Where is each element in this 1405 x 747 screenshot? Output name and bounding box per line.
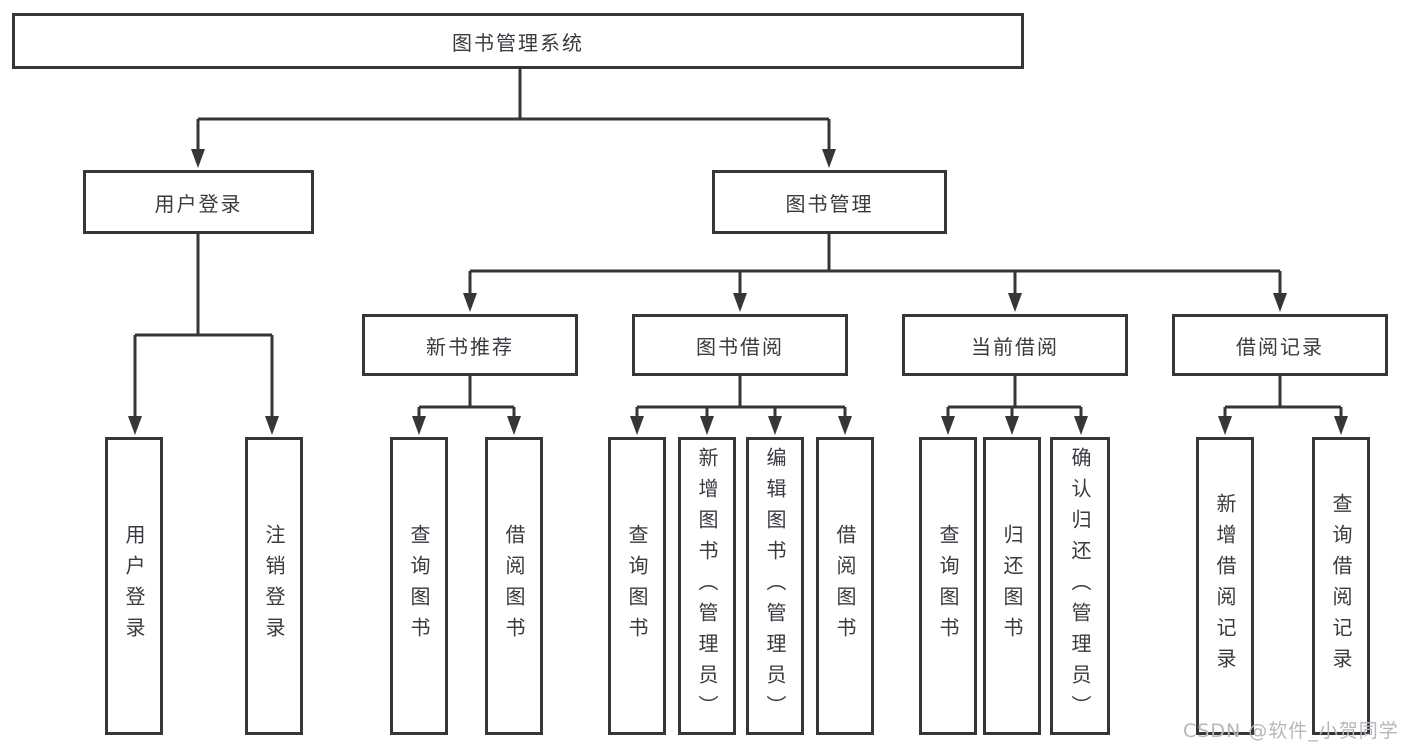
node-leaf-confirm-return: 确认归还（管理员） (1050, 437, 1110, 735)
arrowhead (733, 293, 747, 312)
arrowhead (838, 416, 852, 435)
connector-book-mgmt-to-level3 (463, 234, 1287, 312)
arrowhead (1005, 416, 1019, 435)
node-current-borrow-label: 当前借阅 (971, 334, 1059, 359)
node-leaf-borrow-book-2-label: 借阅图书 (833, 524, 857, 648)
node-leaf-edit-book-label: 编辑图书（管理员） (763, 446, 787, 726)
node-leaf-query-record-label: 查询借阅记录 (1329, 493, 1353, 679)
node-book-mgmt: 图书管理 (712, 170, 947, 234)
node-leaf-confirm-return-label: 确认归还（管理员） (1068, 446, 1092, 726)
node-user-login-label: 用户登录 (154, 191, 243, 216)
node-leaf-edit-book: 编辑图书（管理员） (746, 437, 804, 735)
arrowhead (768, 416, 782, 435)
node-leaf-query-record: 查询借阅记录 (1312, 437, 1370, 735)
node-leaf-borrow-book-1-label: 借阅图书 (502, 524, 526, 648)
arrowhead (1008, 293, 1022, 312)
arrowhead (128, 416, 142, 435)
node-leaf-query-book-1: 查询图书 (390, 437, 448, 735)
node-book-mgmt-label: 图书管理 (785, 191, 874, 216)
arrowhead (1334, 416, 1348, 435)
node-leaf-add-record-label: 新增借阅记录 (1213, 493, 1237, 679)
arrowhead (1074, 416, 1088, 435)
node-current-borrow: 当前借阅 (902, 314, 1128, 376)
node-book-borrow: 图书借阅 (632, 314, 848, 376)
node-leaf-add-book-label: 新增图书（管理员） (695, 446, 719, 726)
node-leaf-user-login: 用户登录 (105, 437, 163, 735)
node-user-login: 用户登录 (83, 170, 314, 234)
watermark: CSDN @软件_小贺同学 (1183, 720, 1399, 742)
connector-new-book-rec-to-leaves (412, 376, 521, 435)
node-leaf-logout: 注销登录 (245, 437, 303, 735)
arrowhead (822, 149, 836, 168)
arrowhead (1273, 293, 1287, 312)
node-borrow-records: 借阅记录 (1172, 314, 1388, 376)
arrowhead (507, 416, 521, 435)
arrowhead (630, 416, 644, 435)
arrowhead (191, 149, 205, 168)
connector-root-to-level2 (191, 69, 836, 168)
arrowhead (700, 416, 714, 435)
node-borrow-records-label: 借阅记录 (1236, 334, 1324, 359)
node-leaf-query-book-3: 查询图书 (919, 437, 977, 735)
node-leaf-return-book: 归还图书 (983, 437, 1041, 735)
connector-current-borrow-to-leaves (941, 376, 1088, 435)
node-leaf-query-book-1-label: 查询图书 (407, 524, 431, 648)
node-leaf-return-book-label: 归还图书 (1000, 524, 1024, 648)
node-leaf-add-record: 新增借阅记录 (1196, 437, 1254, 735)
node-leaf-query-book-2: 查询图书 (608, 437, 666, 735)
node-leaf-borrow-book-1: 借阅图书 (485, 437, 543, 735)
arrowhead (941, 416, 955, 435)
node-leaf-add-book: 新增图书（管理员） (678, 437, 736, 735)
arrowhead (265, 416, 279, 435)
arrowhead (1218, 416, 1232, 435)
node-leaf-borrow-book-2: 借阅图书 (816, 437, 874, 735)
node-root-label: 图书管理系统 (452, 30, 584, 55)
node-book-borrow-label: 图书借阅 (696, 334, 784, 359)
node-root: 图书管理系统 (12, 13, 1024, 69)
node-new-book-rec-label: 新书推荐 (426, 334, 514, 359)
connector-borrow-records-to-leaves (1218, 376, 1348, 435)
connector-book-borrow-to-leaves (630, 376, 852, 435)
node-leaf-query-book-2-label: 查询图书 (625, 524, 649, 648)
node-leaf-query-book-3-label: 查询图书 (936, 524, 960, 648)
node-leaf-logout-label: 注销登录 (262, 524, 286, 648)
arrowhead (463, 293, 477, 312)
node-leaf-user-login-label: 用户登录 (122, 524, 146, 648)
arrowhead (412, 416, 426, 435)
connector-user-login-to-leaves (128, 234, 279, 435)
node-new-book-rec: 新书推荐 (362, 314, 578, 376)
